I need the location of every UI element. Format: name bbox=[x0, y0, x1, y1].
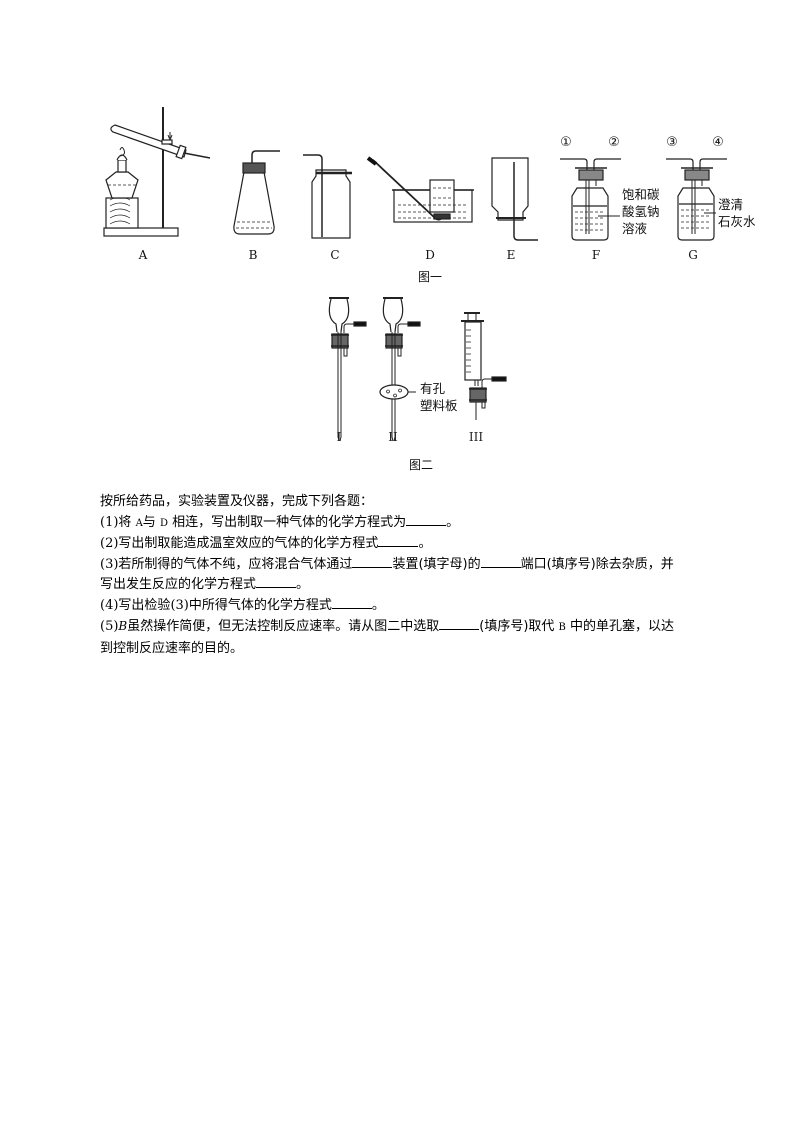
q5-answer-blank[interactable] bbox=[439, 617, 480, 630]
apparatus-a-drawing bbox=[103, 107, 211, 237]
question-4: (4)写出检验(3)中所得气体的化学方程式 。 bbox=[100, 596, 740, 617]
q5-text-1: 虽然操作简便，但无法控制反应速率。请从图二中选取 bbox=[127, 619, 440, 634]
figure-2-diagram bbox=[328, 297, 507, 442]
question-5-cont: 到控制反应速率的目的。 bbox=[100, 639, 740, 660]
q4-text-2: 中所得气体的化学方程式 bbox=[188, 597, 332, 613]
q3-equation-blank[interactable] bbox=[256, 575, 297, 588]
q1-end: 。 bbox=[446, 514, 460, 530]
apparatus-b-drawing bbox=[233, 150, 280, 235]
q5-number: (5) bbox=[100, 619, 119, 634]
q2-end: 。 bbox=[418, 536, 432, 551]
question-block: 按所给药品，实验装置及仪器，完成下列各题： (1)将 A与 D 相连，写出制取一… bbox=[100, 492, 740, 659]
q4-ref: (3) bbox=[170, 597, 189, 613]
figure-2-caption: 图二 bbox=[408, 458, 434, 472]
apparatus-e-drawing bbox=[491, 157, 538, 241]
apparatus-c-drawing bbox=[303, 154, 352, 239]
q2-text: 写出制取能造成温室效应的气体的化学方程式 bbox=[118, 536, 379, 551]
q4-end: 。 bbox=[371, 597, 385, 613]
port-1-label: ① bbox=[560, 135, 572, 150]
question-5: (5)B虽然操作简便，但无法控制反应速率。请从图二中选取(填序号)取代 B 中的… bbox=[100, 616, 740, 639]
q5-text-3: 中的单孔塞，以达 bbox=[565, 619, 675, 634]
q4-number: (4) bbox=[100, 597, 119, 613]
apparatus-f-drawing bbox=[560, 158, 621, 241]
label-e: E bbox=[506, 248, 516, 262]
label-iii: III bbox=[468, 430, 484, 444]
q3-port-blank[interactable] bbox=[480, 555, 521, 568]
q1-number: (1) bbox=[100, 514, 119, 530]
q3-end: 。 bbox=[296, 577, 310, 592]
apparatus-i-drawing bbox=[328, 297, 367, 442]
q1-text-3: 相连，写出制取一种气体的化学方程式为 bbox=[167, 514, 407, 530]
q1-text-2: 与 bbox=[142, 514, 160, 530]
perforated-plate-line-2: 塑料板 bbox=[420, 398, 458, 413]
label-c: C bbox=[330, 248, 340, 262]
q1-answer-blank[interactable] bbox=[406, 513, 447, 526]
perforated-plate-label: 有孔 塑料板 bbox=[420, 380, 458, 414]
question-2: (2)写出制取能造成温室效应的气体的化学方程式 。 bbox=[100, 534, 740, 555]
apparatus-d-drawing bbox=[366, 156, 474, 223]
port-3-label: ③ bbox=[666, 135, 678, 150]
q1-ref-a: A bbox=[135, 517, 143, 529]
question-1: (1)将 A与 D 相连，写出制取一种气体的化学方程式为 。 bbox=[100, 513, 740, 535]
figure-1-caption: 图一 bbox=[417, 270, 443, 284]
q3-text-1: 若所制得的气体不纯，应将混合气体通过 bbox=[118, 556, 353, 572]
q5-ref-b2: B bbox=[558, 622, 566, 633]
q5-text-2: (填序号)取代 bbox=[479, 619, 559, 634]
solution-g-line-2: 石灰水 bbox=[718, 214, 756, 229]
question-3: (3)若所制得的气体不纯，应将混合气体通过 装置(填字母)的 端口(填序号)除去杂质… bbox=[100, 555, 740, 576]
question-intro: 按所给药品，实验装置及仪器，完成下列各题： bbox=[100, 494, 374, 509]
question-3-cont: 写出发生反应的化学方程式 。 bbox=[100, 575, 740, 596]
label-i: I bbox=[336, 430, 342, 444]
label-d: D bbox=[425, 248, 435, 262]
solution-f-label: 饱和碳 酸氢钠 溶液 bbox=[622, 186, 660, 237]
label-b: B bbox=[248, 248, 258, 262]
q4-text-1: 写出检验 bbox=[118, 597, 171, 613]
label-ii: II bbox=[388, 430, 398, 444]
label-f: F bbox=[591, 248, 601, 262]
q3-text-3: 端口(填序号)除去杂质，并 bbox=[520, 556, 674, 572]
q5-text-4: 到控制反应速率的目的。 bbox=[100, 640, 244, 656]
apparatus-iii-drawing bbox=[461, 312, 507, 420]
solution-g-line-1: 澄清 bbox=[718, 197, 744, 212]
label-g: G bbox=[688, 248, 698, 262]
apparatus-g-drawing bbox=[666, 158, 727, 241]
solution-g-label: 澄清 石灰水 bbox=[718, 196, 756, 230]
q5-ref-b: B bbox=[118, 619, 128, 633]
q3-device-blank[interactable] bbox=[352, 555, 393, 568]
solution-f-line-1: 饱和碳 bbox=[622, 187, 660, 202]
solution-f-line-2: 酸氢钠 bbox=[622, 204, 660, 219]
q1-text-1: 将 bbox=[118, 514, 136, 530]
label-a: A bbox=[138, 248, 148, 262]
port-4-label: ④ bbox=[712, 135, 724, 150]
q3-text-2: 装置(填字母)的 bbox=[392, 556, 481, 572]
port-2-label: ② bbox=[608, 135, 620, 150]
perforated-plate-line-1: 有孔 bbox=[420, 381, 446, 396]
figure-1-diagram bbox=[103, 107, 727, 241]
q2-number: (2) bbox=[100, 536, 119, 551]
apparatus-ii-drawing bbox=[379, 297, 421, 442]
q1-ref-d: D bbox=[159, 517, 168, 529]
q4-answer-blank[interactable] bbox=[331, 596, 372, 609]
solution-f-line-3: 溶液 bbox=[622, 221, 648, 236]
q2-answer-blank[interactable] bbox=[378, 534, 419, 547]
q3-text-4: 写出发生反应的化学方程式 bbox=[100, 577, 257, 592]
q3-number: (3) bbox=[100, 556, 119, 572]
